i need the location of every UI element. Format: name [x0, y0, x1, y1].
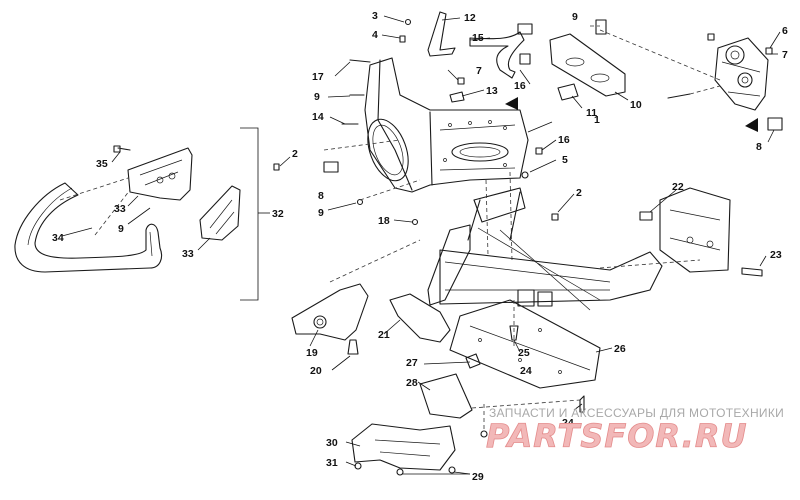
label-33: 33: [114, 203, 126, 215]
label-20: 20: [310, 365, 322, 377]
block-8-left: [323, 161, 339, 173]
block-8-right: [767, 117, 783, 131]
label-35: 35: [96, 158, 108, 170]
label-9: 9: [314, 91, 320, 103]
side-bracket-22: [599, 187, 767, 277]
plug-20: [347, 339, 359, 355]
plate-12: [427, 11, 456, 57]
watermark-caption: ЗАПЧАСТИ И АКСЕССУАРЫ ДЛЯ МОТОТЕХНИКИ: [489, 406, 784, 420]
bracket-32: [240, 127, 259, 301]
label-3: 3: [372, 10, 378, 22]
mount-21: [389, 293, 451, 343]
label-29: 29: [472, 471, 484, 483]
label-19: 19: [306, 347, 318, 359]
label-25: 25: [518, 347, 530, 359]
bolt-23: [741, 267, 763, 277]
label-11: 11: [586, 107, 597, 119]
cable-15: [469, 31, 525, 79]
nut-2-left: [273, 163, 280, 171]
label-6: 6: [782, 25, 788, 37]
bumper-bar-34: [14, 182, 163, 273]
label-7: 7: [782, 49, 788, 61]
label-9: 9: [118, 223, 124, 235]
label-4: 4: [372, 29, 378, 41]
label-18: 18: [378, 215, 390, 227]
label-9: 9: [572, 11, 578, 23]
lower-guard-30: [345, 404, 488, 476]
guard-28: [417, 373, 585, 419]
label-34: 34: [52, 232, 64, 244]
label-7: 7: [476, 65, 482, 77]
skid-plate-26: [423, 299, 613, 389]
front-head-assembly: [323, 11, 557, 226]
label-26: 26: [614, 343, 626, 355]
label-16: 16: [514, 80, 526, 92]
bumper-mounts: [291, 239, 451, 371]
label-21: 21: [378, 329, 390, 341]
bumper-bracket-upper: [127, 147, 193, 201]
label-24: 24: [520, 365, 532, 377]
label-27: 27: [406, 357, 418, 369]
front-head-1: [364, 57, 529, 193]
nut-2-center: [551, 213, 559, 221]
bolt-35: [113, 145, 131, 153]
label-32: 32: [272, 208, 284, 220]
label-2: 2: [576, 187, 582, 199]
mount-plate-10: [549, 19, 721, 109]
bumper-bracket-lower: [199, 185, 241, 241]
part-11: [557, 83, 579, 101]
label-17: 17: [312, 71, 324, 83]
label-31: 31: [326, 457, 338, 469]
label-10: 10: [630, 99, 642, 111]
bumper-assembly: [14, 127, 291, 301]
label-15: 15: [472, 32, 484, 44]
label-13: 13: [486, 85, 498, 97]
label-14: 14: [312, 111, 324, 123]
label-2: 2: [292, 148, 298, 160]
label-24: 24: [562, 417, 574, 429]
label-9: 9: [318, 207, 324, 219]
watermark: ЗАПЧАСТИ И АКСЕССУАРЫ ДЛЯ МОТОТЕХНИКИ PA…: [486, 406, 784, 455]
callout-labels: 1 2 2 3 4 5 6 7 7 8 8 9 9 9 9 10 11 12 1…: [52, 10, 788, 483]
clip-13: [449, 91, 465, 103]
label-12: 12: [464, 12, 476, 24]
label-16: 16: [558, 134, 570, 146]
label-5: 5: [562, 154, 568, 166]
label-8: 8: [756, 141, 762, 153]
right-bracket-assembly: [667, 31, 783, 143]
label-23: 23: [770, 249, 782, 261]
label-30: 30: [326, 437, 338, 449]
label-22: 22: [672, 181, 684, 193]
watermark-brand: PARTSFOR.RU: [486, 417, 747, 455]
label-1: 1: [594, 114, 600, 126]
label-8: 8: [318, 190, 324, 202]
label-33: 33: [182, 248, 194, 260]
frame-cross-member: [427, 171, 663, 311]
mount-19: [291, 283, 369, 341]
label-28: 28: [406, 377, 418, 389]
